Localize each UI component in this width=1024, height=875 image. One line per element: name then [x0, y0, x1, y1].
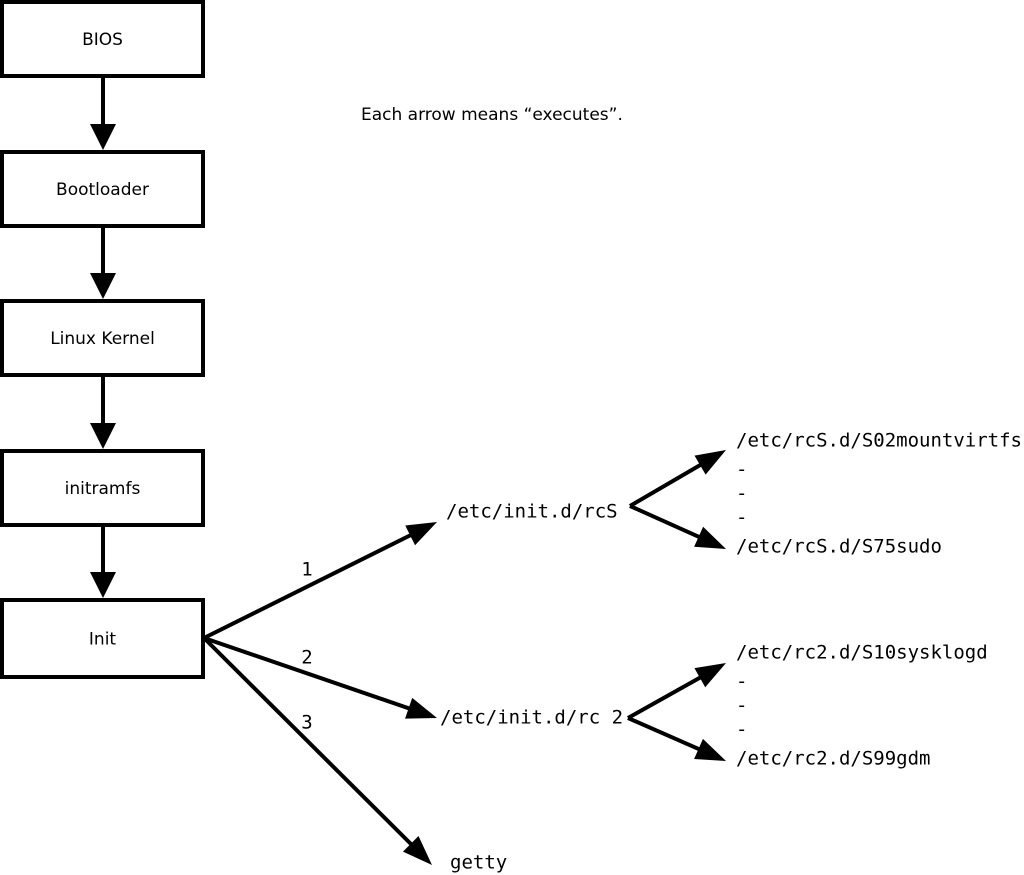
init-edge-1-line [203, 529, 419, 640]
rcs-first-label: /etc/rcS.d/S02mountvirtfs [736, 430, 1022, 452]
init-fanout-edge-group [202, 522, 437, 865]
rcs-ellipsis-dash-3: - [736, 507, 747, 529]
init-edge-2-line [203, 636, 418, 713]
bootloader-to-kernel-arrowhead [90, 273, 116, 299]
kernel-to-initramfs-arrowhead [90, 423, 116, 449]
rc2-last-line [627, 716, 708, 755]
rcs-ellipsis-dash-2: - [736, 483, 747, 505]
rc2-label: /etc/init.d/rc 2 [440, 707, 623, 729]
rcs-first-line [628, 459, 709, 508]
process-box-init [0, 598, 205, 679]
init-edge-3-arrowhead [402, 836, 432, 865]
process-box-initramfs-label: initramfs [65, 479, 141, 499]
process-box-kernel [0, 299, 205, 377]
process-box-bootloader-label: Bootloader [56, 180, 149, 200]
diagram-caption: Each arrow means “executes”. [361, 105, 623, 125]
mid-node-edge-group [627, 450, 726, 761]
rcs-last-label: /etc/rcS.d/S75sudo [736, 536, 942, 558]
init-edge-2-arrowhead [405, 697, 437, 719]
process-box-bootloader [0, 150, 205, 228]
bios-to-bootloader-arrowhead [90, 124, 116, 150]
rcs-first-arrowhead [694, 450, 726, 475]
rc2-first-arrowhead [694, 663, 726, 688]
rcs-label: /etc/init.d/rcS [446, 501, 618, 523]
rc2-first-label: /etc/rc2.d/S10sysklogd [736, 642, 988, 664]
initramfs-to-init-arrowhead [90, 572, 116, 598]
rc2-first-line [627, 671, 709, 720]
rc2-ellipsis-dash-2: - [736, 695, 747, 717]
rc2-ellipsis-dash-3: - [736, 719, 747, 741]
process-box-init-label: Init [89, 630, 117, 650]
rc2-last-label: /etc/rc2.d/S99gdm [736, 748, 930, 770]
process-box-initramfs [0, 449, 205, 527]
process-box-bios [0, 0, 205, 78]
rc2-ellipsis-dash-1: - [736, 671, 747, 693]
init-edge-3-line [202, 636, 419, 852]
process-box-bios-label: BIOS [82, 30, 123, 50]
init-edge-3-number-label: 3 [301, 712, 312, 734]
init-edge-1-number-label: 1 [301, 559, 312, 581]
getty-label: getty [450, 852, 507, 874]
process-box-kernel-label: Linux Kernel [50, 329, 155, 349]
rcs-last-line [629, 504, 708, 542]
rcs-last-arrowhead [694, 526, 726, 549]
init-edge-1-arrowhead [405, 522, 437, 546]
vertical-edge-group [90, 76, 116, 598]
rcs-ellipsis-dash-1: - [736, 459, 747, 481]
text-label-group: 1 2 3/etc/init.d/rcS/etc/rcS.d/S02mountvir… [301, 430, 1022, 874]
rc2-last-arrowhead [694, 738, 726, 761]
init-edge-2-number-label: 2 [301, 647, 312, 669]
